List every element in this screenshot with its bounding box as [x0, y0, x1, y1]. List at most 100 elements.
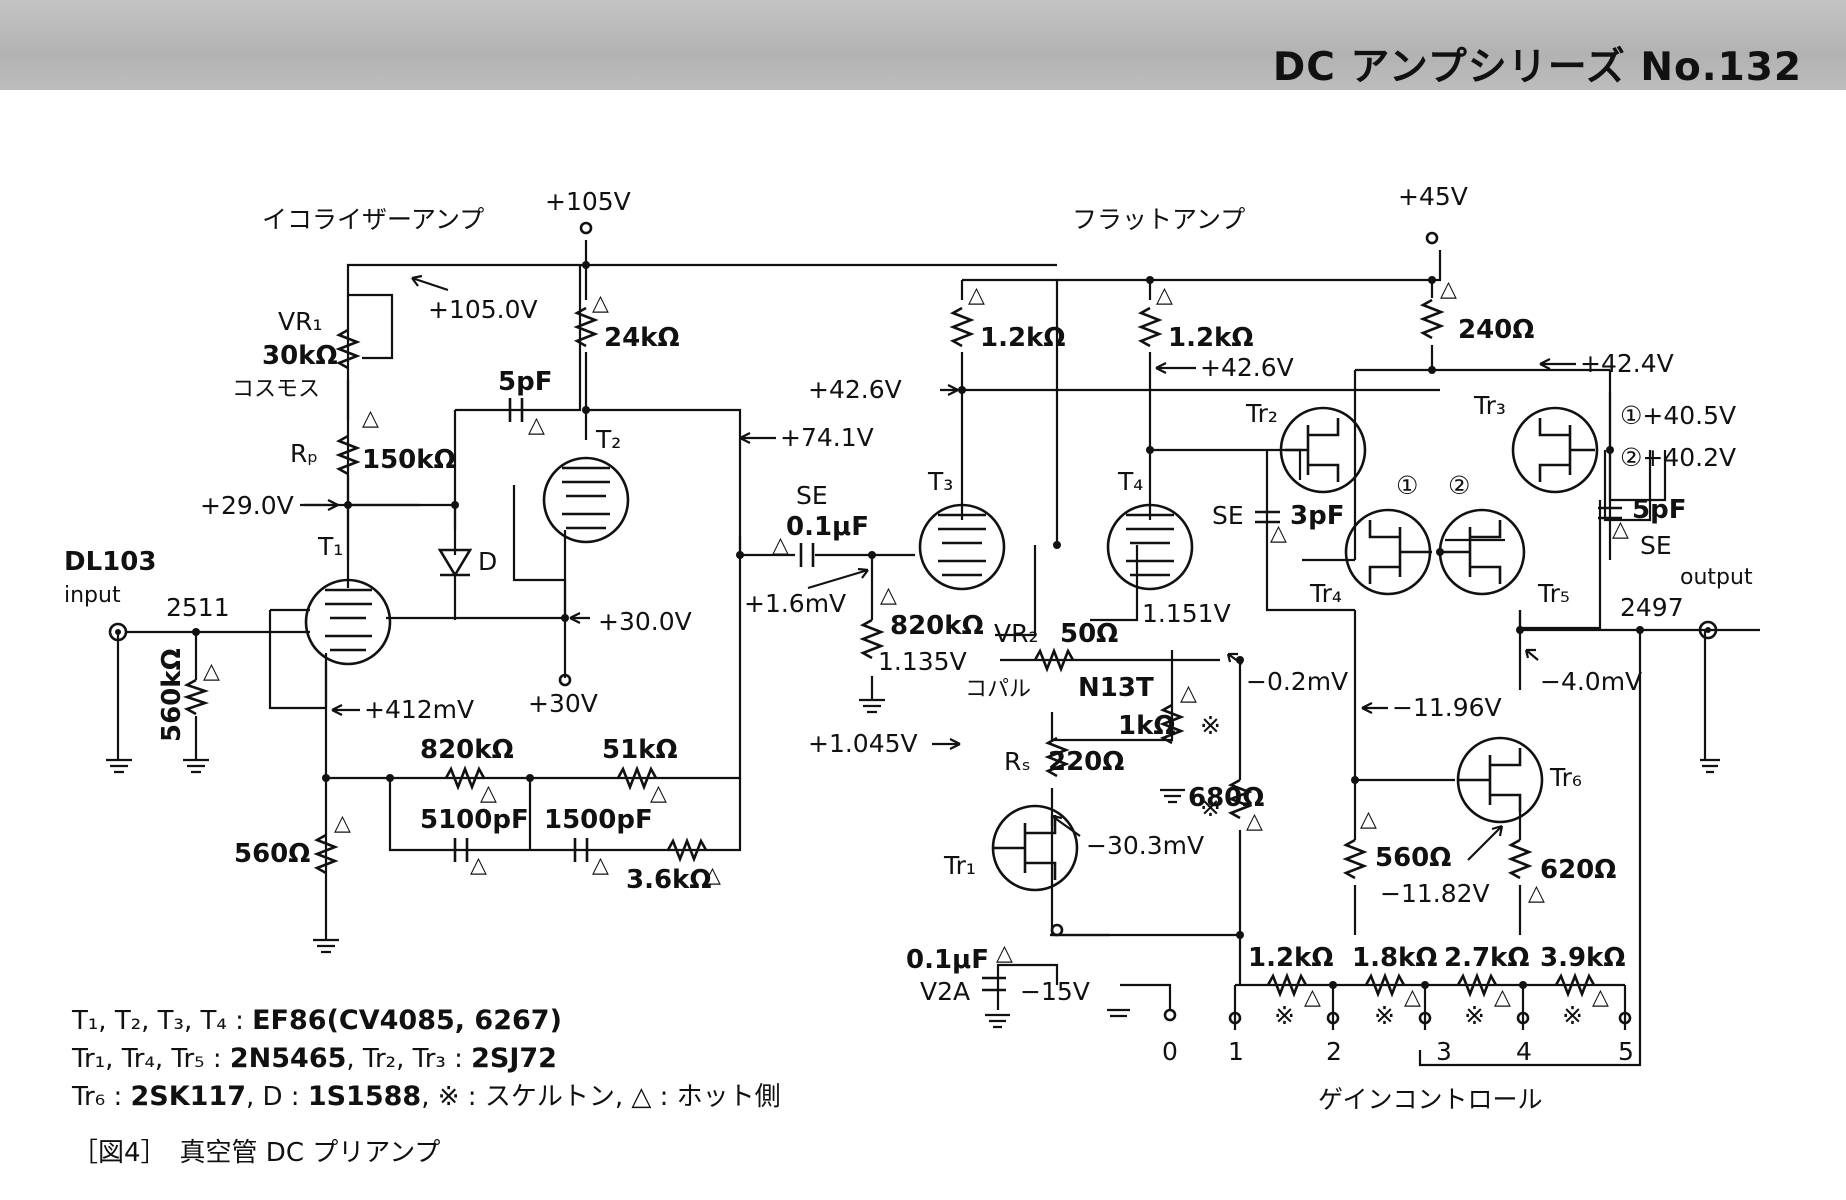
value-r-820k-flat: 820kΩ	[890, 611, 984, 641]
device-tr4: Tr₄	[1309, 579, 1342, 608]
voltage-1-6m: +1.6mV	[744, 589, 846, 618]
device-v2a: V2A	[920, 977, 970, 1006]
input-code: 2511	[166, 593, 230, 622]
device-tr1: Tr₁	[943, 851, 976, 880]
skeleton-mark-g1: ※	[1274, 1001, 1295, 1030]
section-label-gain-control: ゲインコントロール	[1318, 1085, 1543, 1114]
skeleton-mark-g4: ※	[1562, 1001, 1583, 1030]
device-tr5: Tr₅	[1537, 579, 1570, 608]
hot-mark-g1: △	[1304, 985, 1321, 1010]
fet-tr4	[1344, 508, 1432, 596]
value-r-150k: 150kΩ	[362, 445, 456, 475]
device-d: D	[478, 547, 497, 576]
supply-neg15v: −15V	[1020, 977, 1090, 1006]
voltage-1-135: 1.135V	[878, 647, 967, 676]
skeleton-mark-g2: ※	[1374, 1001, 1395, 1030]
note-misc-suffix: , ※ : スケルトン, △ : ホット側	[421, 1082, 781, 1112]
hot-mark-rp: △	[362, 406, 379, 431]
gain-tap-2: 2	[1326, 1037, 1342, 1066]
voltage-neg0-2m: −0.2mV	[1246, 667, 1348, 696]
note-fets-value-a: 2N5465	[229, 1043, 347, 1074]
gain-tap-3: 3	[1436, 1037, 1452, 1066]
capacitors	[453, 398, 1622, 992]
note-misc: Tr₆ : 2SK117, D : 1S1588, ※ : スケルトン, △ :…	[72, 1078, 781, 1116]
hot-mark-560-tr: △	[1360, 807, 1377, 832]
voltage-42-6-right: +42.6V	[1200, 353, 1294, 382]
voltage-neg11-82: −11.82V	[1380, 879, 1490, 908]
supply-45v: +45V	[1398, 182, 1468, 211]
skeleton-mark-1k: ※	[1200, 711, 1221, 740]
value-r-620: 620Ω	[1540, 855, 1616, 885]
hot-mark-0u1: △	[772, 533, 789, 558]
output-code: 2497	[1620, 593, 1684, 622]
gain-tap-0: 0	[1162, 1037, 1178, 1066]
se-label-3p: SE	[1212, 501, 1244, 530]
hot-mark-51k: △	[650, 781, 667, 806]
device-tr3: Tr₃	[1473, 391, 1506, 420]
hot-mark-240: △	[1440, 277, 1457, 302]
hot-mark-1k: △	[1180, 681, 1197, 706]
hot-mark-g2: △	[1404, 985, 1421, 1010]
grounds	[106, 698, 1720, 1029]
note-misc-value-a: 2SK117	[130, 1081, 246, 1112]
device-vr2: VR₂	[994, 619, 1039, 648]
tube-t4	[1106, 503, 1194, 591]
hot-mark-680: △	[1246, 809, 1263, 834]
value-vr-50: 50Ω	[1060, 619, 1118, 649]
note-fets-value-b: 2SJ72	[471, 1043, 557, 1074]
hot-mark-0u1-b: △	[996, 941, 1013, 966]
fet-tr5	[1438, 508, 1526, 596]
tube-t2	[542, 456, 630, 544]
value-c-5100p: 5100pF	[420, 805, 529, 835]
note-misc-mid: , D :	[245, 1082, 308, 1112]
note-tubes-value: EF86(CV4085, 6267)	[252, 1005, 562, 1036]
note-tubes: T₁, T₂, T₃, T₄ : EF86(CV4085, 6267)	[72, 1002, 781, 1040]
value-r-820k-eq: 820kΩ	[420, 735, 514, 765]
hot-mark-3k6: △	[704, 863, 721, 888]
section-label-flat: フラットアンプ	[1072, 205, 1245, 234]
gain-tap-4: 4	[1516, 1037, 1532, 1066]
value-c-3p: 3pF	[1290, 501, 1344, 531]
hot-mark-560k: △	[203, 659, 220, 684]
resistors	[182, 298, 1596, 998]
voltage-40-2: ②+40.2V	[1620, 443, 1736, 472]
device-tr6: Tr₆	[1549, 763, 1582, 792]
voltage-42-4: +42.4V	[1580, 349, 1674, 378]
header-band	[0, 0, 1846, 90]
fet-tr2	[1279, 406, 1367, 494]
terminals	[108, 221, 1718, 1025]
hot-mark-560: △	[334, 811, 351, 836]
voltage-29-0: +29.0V	[200, 491, 294, 520]
device-rp: Rₚ	[290, 439, 318, 468]
device-t1: T₁	[317, 532, 343, 561]
value-r-560: 560Ω	[234, 839, 310, 869]
cartridge-label: DL103	[64, 547, 156, 577]
device-vr1: VR₁	[278, 307, 323, 336]
hot-mark-1k2-t4: △	[1156, 283, 1173, 308]
value-r-24k: 24kΩ	[604, 323, 680, 353]
n13t-label: N13T	[1078, 673, 1154, 703]
voltage-neg4-0m: −4.0mV	[1540, 667, 1642, 696]
note-misc-prefix: Tr₆ :	[72, 1082, 131, 1112]
value-r-680: 680Ω	[1188, 783, 1264, 813]
value-r-1k2-t4: 1.2kΩ	[1168, 323, 1253, 353]
note-tubes-prefix: T₁, T₂, T₃, T₄ :	[72, 1006, 253, 1036]
voltage-1-151: 1.151V	[1142, 599, 1231, 628]
value-r-1k: 1kΩ	[1118, 711, 1175, 741]
value-r-240: 240Ω	[1458, 315, 1534, 345]
voltage-105-0: +105.0V	[428, 295, 538, 324]
page-title: DC アンプシリーズ No.132	[1272, 45, 1802, 90]
value-c-1500p: 1500pF	[544, 805, 653, 835]
fet-tr3	[1511, 406, 1599, 494]
gain-tap-1: 1	[1228, 1037, 1244, 1066]
se-label-5p: SE	[1640, 531, 1672, 560]
equalizer-wiring	[116, 240, 1057, 940]
value-c-5p-eq: 5pF	[498, 367, 552, 397]
flat-amp-wiring	[815, 250, 1760, 1067]
hot-mark-820k-b: △	[880, 583, 897, 608]
hot-mark-1k2-t3: △	[968, 283, 985, 308]
device-t4: T₄	[1117, 467, 1143, 496]
voltage-1-045: +1.045V	[808, 729, 918, 758]
value-r-560k: 560kΩ	[157, 648, 187, 742]
